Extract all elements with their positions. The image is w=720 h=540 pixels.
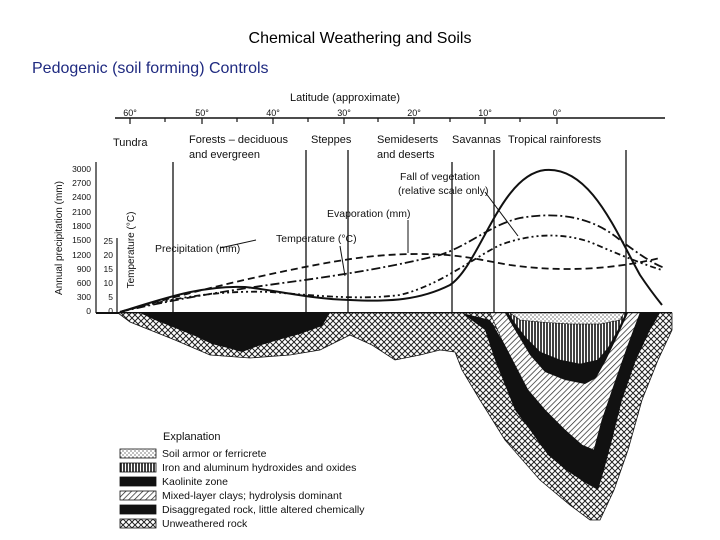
temperature-curve (119, 214, 666, 313)
precip-tick: 1200 (72, 250, 91, 260)
zone-label-savannas: Savannas (452, 134, 501, 146)
legend-swatch-unweathered-rock (119, 518, 157, 529)
slide-subtitle: Pedogenic (soil forming) Controls (32, 60, 269, 77)
legend-item-mixed-layer-clays: Mixed-layer clays; hydrolysis dominant (162, 490, 342, 502)
zone-label-tundra: Tundra (113, 137, 148, 149)
temp-tick: 20 (104, 250, 114, 260)
legend-item-iron-aluminum: Iron and aluminum hydroxides and oxides (162, 462, 356, 474)
latitude-axis-label: Latitude (approximate) (290, 92, 400, 104)
evaporation-curve-label: Evaporation (mm) (327, 208, 410, 220)
precip-tick: 0 (86, 306, 91, 316)
legend-swatch-disaggregated-rock (119, 504, 157, 515)
climate-curves (119, 168, 666, 313)
precipitation-curve-label: Precipitation (mm) (155, 243, 240, 255)
zone-boundaries (172, 150, 627, 313)
legend-swatch-mixed-layer-clays (119, 490, 157, 501)
precip-tick: 2400 (72, 192, 91, 202)
vegetation-curve (119, 234, 663, 313)
legend-item-unweathered-rock: Unweathered rock (162, 518, 248, 530)
zone-label-forests-2: and evergreen (189, 149, 260, 161)
precip-tick: 600 (77, 278, 91, 288)
precip-tick: 3000 (72, 164, 91, 174)
zone-label-semideserts-2: and deserts (377, 149, 435, 161)
latitude-axis: Latitude (approximate) 60° 50° 40° 30° 2… (115, 92, 665, 124)
soil-profile (116, 312, 673, 521)
curve-labels: Precipitation (mm) Evaporation (mm) Temp… (155, 171, 519, 277)
precip-tick: 2700 (72, 178, 91, 188)
temp-tick: 10 (104, 278, 114, 288)
zone-labels: Tundra Forests – deciduous and evergreen… (113, 134, 602, 161)
latitude-tick: 20° (407, 108, 421, 118)
disaggregated-rock-temperate (140, 313, 330, 352)
legend-item-kaolinite: Kaolinite zone (162, 476, 228, 488)
precipitation-curve (119, 168, 663, 313)
latitude-tick: 30° (337, 108, 351, 118)
disaggregated-rock-tropical (462, 313, 660, 490)
precip-tick: 1800 (72, 221, 91, 231)
iron-aluminum-hydroxides-layer (507, 312, 627, 365)
soil-armor-layer (509, 312, 625, 325)
temp-tick: 15 (104, 264, 114, 274)
latitude-tick: 10° (478, 108, 492, 118)
temperature-axis: Temperature (°C) 25 20 15 10 5 0 (104, 212, 137, 316)
legend-item-soil-armor: Soil armor or ferricrete (162, 448, 267, 460)
legend: Explanation Soil armor or ferricrete Iro… (119, 431, 365, 530)
legend-title: Explanation (163, 431, 221, 443)
temp-tick: 5 (108, 292, 113, 302)
precipitation-axis-label: Annual precipitation (mm) (54, 181, 65, 295)
zone-label-rainforest: Tropical rainforests (508, 134, 602, 146)
zone-label-steppes: Steppes (311, 134, 352, 146)
precip-tick: 1500 (72, 235, 91, 245)
latitude-tick: 50° (195, 108, 209, 118)
precipitation-axis: Annual precipitation (mm) 3000 2700 2400… (54, 162, 97, 316)
legend-item-disaggregated-rock: Disaggregated rock, little altered chemi… (162, 504, 365, 516)
temperature-axis-label: Temperature (°C) (126, 212, 137, 289)
temp-tick: 25 (104, 236, 114, 246)
precip-tick: 2100 (72, 207, 91, 217)
latitude-tick: 0° (553, 108, 562, 118)
latitude-tick: 60° (123, 108, 137, 118)
zone-label-semideserts: Semideserts (377, 134, 439, 146)
vegetation-curve-label: Fall of vegetation (400, 171, 480, 183)
vegetation-curve-sublabel: (relative scale only) (398, 185, 488, 197)
legend-swatch-kaolinite (119, 476, 157, 487)
precip-tick: 900 (77, 264, 91, 274)
precip-tick: 300 (77, 292, 91, 302)
evaporation-curve (119, 253, 661, 313)
temperature-curve-label: Temperature (°C) (276, 233, 357, 245)
latitude-tick: 40° (266, 108, 280, 118)
zone-label-forests: Forests – deciduous (189, 134, 289, 146)
slide-title: Chemical Weathering and Soils (248, 30, 472, 47)
legend-swatch-soil-armor (119, 448, 157, 459)
legend-swatch-iron-aluminum (119, 462, 157, 473)
temp-tick: 0 (108, 306, 113, 316)
